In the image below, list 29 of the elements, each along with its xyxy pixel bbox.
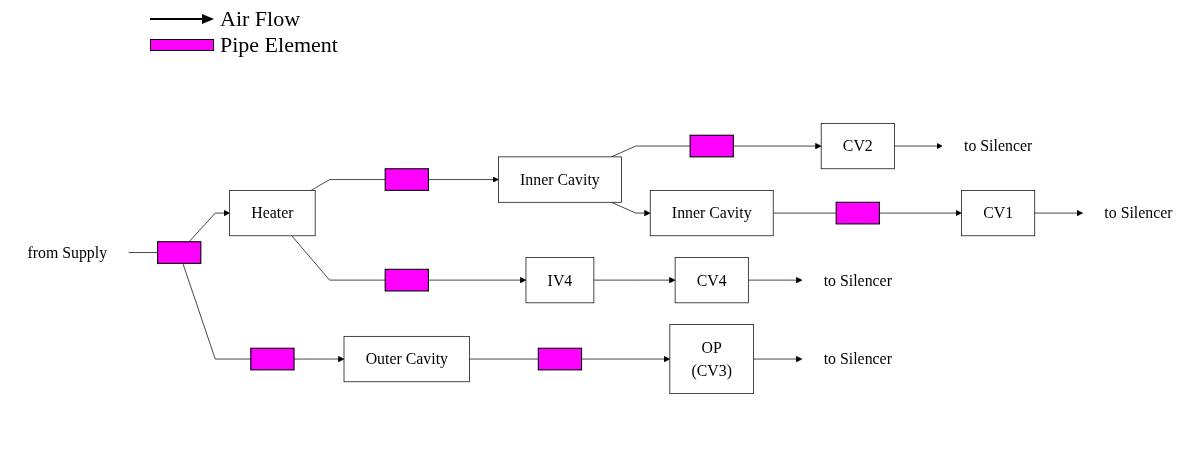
- node-box: CV4: [674, 257, 749, 304]
- node-bar: [537, 347, 583, 371]
- node-bar: [835, 201, 880, 225]
- node-text: to Silencer: [823, 350, 892, 369]
- node-box: Inner Cavity: [649, 190, 774, 237]
- node-text: to Silencer: [1104, 204, 1173, 223]
- connector: [310, 179, 386, 191]
- node-bar: [384, 168, 429, 191]
- connector: [772, 212, 837, 214]
- node-text: to Silencer: [823, 271, 892, 290]
- node-bar: [250, 347, 295, 371]
- legend-label: Air Flow: [220, 6, 301, 32]
- node-box: Heater: [229, 190, 316, 237]
- connector: [128, 252, 158, 253]
- node-box: IV4: [525, 257, 595, 304]
- node-text: from Supply: [27, 243, 108, 262]
- connector: [291, 235, 386, 281]
- node-bar: [689, 134, 734, 158]
- connector: [611, 145, 691, 158]
- node-box: Outer Cavity: [343, 336, 470, 383]
- legend-label: Pipe Element: [220, 32, 338, 58]
- node-box: CV2: [820, 123, 895, 170]
- connector: [469, 358, 539, 360]
- node-box: Inner Cavity: [498, 156, 622, 203]
- node-box: CV1: [961, 190, 1036, 237]
- node-bar: [384, 268, 429, 292]
- node-bar: [157, 241, 202, 264]
- node-text: to Silencer: [964, 137, 1033, 156]
- node-box: OP (CV3): [669, 324, 754, 394]
